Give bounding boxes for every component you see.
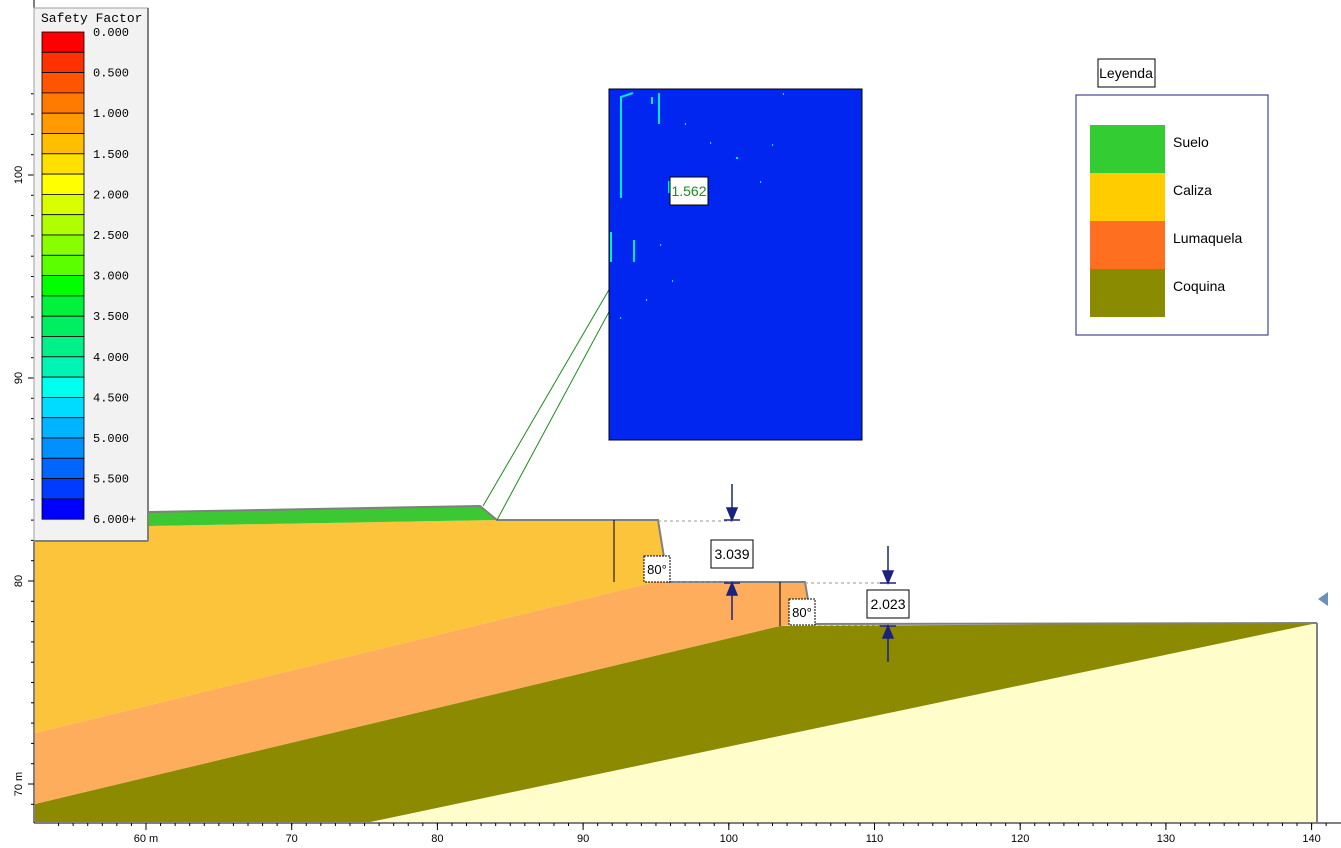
safety-legend-label: 5.500 — [93, 473, 129, 487]
safety-factor-legend: Safety Factor 0.000 0.500 1.000 1.500 2.000 2… — [33, 7, 149, 542]
safety-swatch — [41, 173, 85, 195]
lumaquela-layer — [35, 582, 780, 804]
x-tick-label: 70 — [286, 833, 298, 845]
safety-legend-label: 1.500 — [93, 148, 129, 162]
safety-swatch — [41, 417, 85, 439]
safety-legend-label: 0.500 — [93, 67, 129, 81]
coquina-layer — [35, 623, 1317, 822]
y-tick-label: 70 m — [13, 772, 25, 796]
svg-text:3.039: 3.039 — [714, 546, 749, 562]
safety-legend-label: 6.000+ — [93, 513, 136, 527]
safety-legend-label: 4.500 — [93, 391, 129, 405]
material-label: Caliza — [1173, 182, 1212, 198]
safety-legend-label: 2.500 — [93, 229, 129, 243]
x-tick-label: 60 m — [134, 833, 158, 845]
safety-swatch — [41, 315, 85, 337]
y-tick-label: 80 — [13, 575, 25, 587]
safety-swatch — [41, 478, 85, 500]
safety-swatch — [41, 112, 85, 134]
x-tick-label: 110 — [866, 833, 884, 845]
x-tick-label: 140 — [1302, 833, 1320, 845]
x-tick-label: 130 — [1157, 833, 1175, 845]
material-label: Coquina — [1173, 278, 1225, 294]
safety-swatch — [41, 254, 85, 277]
safety-swatch — [41, 336, 85, 358]
svg-text:80°: 80° — [647, 562, 667, 577]
safety-legend-labels: 0.000 0.500 1.000 1.500 2.000 2.500 3.000 3.500… — [93, 26, 136, 527]
safety-legend-label: 3.000 — [93, 270, 129, 284]
safety-swatch — [41, 51, 85, 73]
dimension-label-2: 2.023 — [866, 589, 910, 619]
safety-swatch — [41, 376, 85, 398]
y-axis-ticks: 100 90 80 70 m — [13, 93, 34, 805]
material-swatch — [1090, 221, 1165, 269]
safety-factor-inset — [608, 88, 863, 441]
safety-swatch — [41, 72, 85, 94]
material-swatch — [1090, 269, 1165, 317]
safety-legend-swatches — [41, 31, 85, 520]
safety-swatch — [41, 31, 85, 53]
svg-text:1.562: 1.562 — [671, 183, 706, 199]
safety-swatch — [41, 92, 85, 114]
safety-swatch — [41, 234, 85, 256]
safety-swatch — [41, 275, 85, 297]
safety-legend-label: 0.000 — [93, 26, 129, 40]
y-tick-label: 100 — [13, 166, 25, 184]
x-axis-ticks: 60 m 70 80 90 100 110 120 130 140 — [58, 823, 1327, 845]
safety-swatch — [41, 396, 85, 419]
material-label: Lumaquela — [1173, 230, 1242, 246]
x-tick-label: 90 — [577, 833, 589, 845]
angle-label-2: 80° — [788, 598, 816, 626]
safety-swatch — [41, 153, 85, 175]
svg-text:2.023: 2.023 — [870, 596, 905, 612]
materials-legend-title: Leyenda — [1099, 65, 1153, 81]
safety-swatch — [41, 356, 85, 378]
safety-legend-label: 4.000 — [93, 351, 129, 365]
safety-legend-label: 3.500 — [93, 310, 129, 324]
fs-value-label: 1.562 — [669, 176, 709, 206]
safety-swatch — [41, 437, 85, 459]
dimension-label-1: 3.039 — [710, 539, 754, 569]
x-tick-label: 120 — [1011, 833, 1029, 845]
safety-swatch — [41, 133, 85, 155]
safety-swatch — [41, 193, 85, 216]
safety-swatch — [41, 457, 85, 479]
safety-legend-title: Safety Factor — [41, 11, 142, 26]
caliza-layer — [35, 520, 668, 733]
x-tick-label: 100 — [720, 833, 738, 845]
safety-swatch — [41, 214, 85, 236]
safety-swatch — [41, 295, 85, 317]
safety-legend-label: 5.000 — [93, 432, 129, 446]
dimension-arrows — [724, 484, 896, 662]
material-swatch — [1090, 125, 1165, 173]
material-label: Suelo — [1173, 134, 1209, 150]
x-tick-label: 80 — [431, 833, 443, 845]
safety-legend-label: 1.000 — [93, 107, 129, 121]
y-tick-label: 90 — [13, 372, 25, 384]
safety-legend-label: 2.000 — [93, 188, 129, 202]
material-layers — [35, 506, 1317, 822]
svg-text:80°: 80° — [792, 605, 812, 620]
material-swatch — [1090, 173, 1165, 221]
water-level-marker — [1318, 592, 1328, 606]
angle-label-1: 80° — [643, 555, 671, 583]
safety-swatch — [41, 498, 85, 520]
